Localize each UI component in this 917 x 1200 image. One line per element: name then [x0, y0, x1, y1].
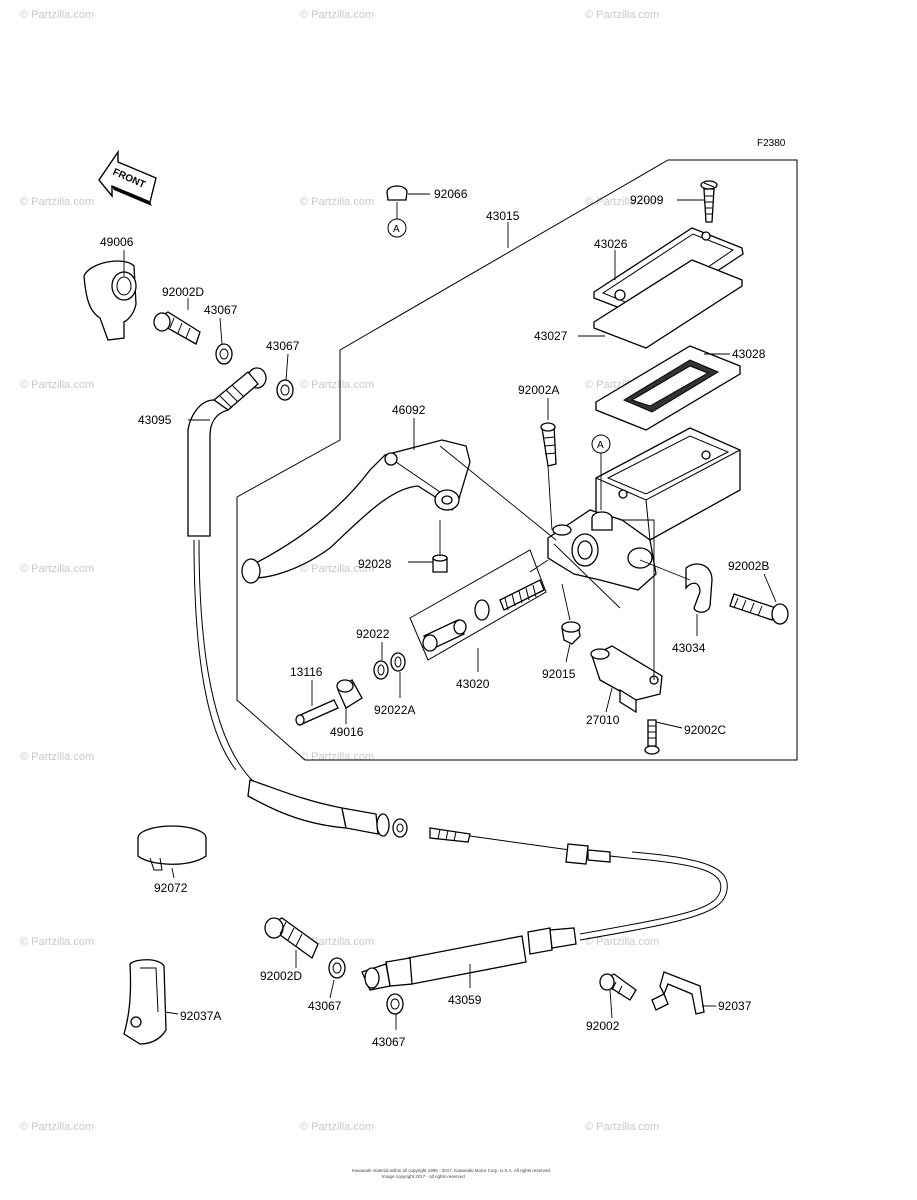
lever-46092 — [241, 439, 471, 584]
label-92009: 92009 — [630, 193, 664, 207]
boot-49006 — [83, 260, 137, 341]
hose-43095 — [187, 367, 341, 817]
reference-mark-a-1: A — [387, 202, 407, 238]
svg-text:A: A — [393, 224, 400, 235]
label-92002: 92002 — [586, 1019, 620, 1033]
bolt-92015 — [561, 621, 581, 645]
svg-text:© Partzilla.com: © Partzilla.com — [20, 936, 94, 948]
svg-text:© Partzilla.com: © Partzilla.com — [20, 751, 94, 763]
label-92028: 92028 — [358, 557, 392, 571]
label-49016: 49016 — [330, 725, 364, 739]
hose-joint — [247, 779, 408, 838]
svg-text:© Partzilla.com: © Partzilla.com — [300, 563, 374, 575]
svg-text:© Partzilla.com: © Partzilla.com — [300, 9, 374, 21]
hose-43059 — [361, 827, 728, 991]
label-92002A: 92002A — [518, 383, 559, 397]
label-43067-d: 43067 — [372, 1035, 406, 1049]
screw-92002A — [540, 422, 557, 467]
label-46092: 46092 — [392, 403, 426, 417]
reservoir-body — [595, 427, 741, 541]
label-92022A: 92022A — [374, 703, 415, 717]
label-43020: 43020 — [456, 677, 490, 691]
label-92072: 92072 — [154, 881, 188, 895]
label-92002D-bottom: 92002D — [260, 969, 302, 983]
cap-43026 — [593, 227, 744, 319]
label-92002B: 92002B — [728, 559, 769, 573]
piston-kit-outline — [409, 549, 547, 661]
label-92002C: 92002C — [684, 723, 726, 737]
label-43067-b: 43067 — [266, 339, 300, 353]
bracket-92037 — [651, 971, 705, 1015]
bolt-92002D-top — [153, 311, 201, 345]
switch-27010 — [590, 645, 663, 714]
figure-code: F2380 — [757, 138, 786, 149]
svg-text:© Partzilla.com: © Partzilla.com — [300, 936, 374, 948]
screw-92009 — [700, 180, 718, 223]
piston-kit-43020 — [422, 579, 545, 652]
boot-49016 — [336, 679, 363, 709]
svg-text:© Partzilla.com: © Partzilla.com — [300, 751, 374, 763]
label-43067-a: 43067 — [204, 303, 238, 317]
bushing-92028 — [432, 554, 448, 573]
front-arrow-icon: FRONT — [98, 149, 157, 206]
clamp-92037A — [123, 959, 167, 1045]
master-cylinder-body — [547, 509, 657, 591]
seal-92022A — [390, 652, 406, 672]
label-92066: 92066 — [434, 187, 468, 201]
washer-43067-a — [215, 343, 233, 365]
label-43059: 43059 — [448, 993, 482, 1007]
svg-text:A: A — [597, 440, 604, 451]
label-43028: 43028 — [732, 347, 766, 361]
svg-text:© Partzilla.com: © Partzilla.com — [20, 196, 94, 208]
label-92037A: 92037A — [180, 1009, 221, 1023]
label-43027: 43027 — [534, 329, 568, 343]
footer-copyright: Kawasaki material within all copyright 1… — [352, 1168, 551, 1179]
washer-43067-d — [386, 993, 404, 1015]
label-43026: 43026 — [594, 237, 628, 251]
bolt-92002B — [729, 593, 789, 625]
label-92037: 92037 — [718, 999, 752, 1013]
label-43067-c: 43067 — [308, 999, 342, 1013]
clamp-92072 — [137, 825, 207, 871]
svg-text:© Partzilla.com: © Partzilla.com — [585, 196, 659, 208]
reference-mark-a-2: A — [591, 434, 611, 510]
label-43015: 43015 — [486, 209, 520, 223]
leader-lines — [123, 193, 777, 1030]
svg-text:© Partzilla.com: © Partzilla.com — [585, 936, 659, 948]
svg-text:© Partzilla.com: © Partzilla.com — [20, 9, 94, 21]
svg-text:Kawasaki material within all c: Kawasaki material within all copyright 1… — [352, 1168, 551, 1173]
part-labels: 92066 43015 92009 43026 43027 43028 4900… — [100, 187, 769, 1049]
washer-43067-b — [276, 379, 294, 401]
label-43034: 43034 — [672, 641, 706, 655]
screw-92002C — [644, 719, 660, 755]
svg-text:© Partzilla.com: © Partzilla.com — [20, 379, 94, 391]
label-13116: 13116 — [290, 665, 323, 679]
svg-text:© Partzilla.com: © Partzilla.com — [20, 1121, 94, 1133]
seal-92022 — [373, 660, 389, 680]
svg-text:© Partzilla.com: © Partzilla.com — [585, 9, 659, 21]
svg-text:© Partzilla.com: © Partzilla.com — [585, 1121, 659, 1133]
clamp-43034 — [685, 563, 713, 613]
label-92022: 92022 — [356, 627, 390, 641]
bolt-92002D-bottom — [264, 917, 319, 960]
plate-43027 — [593, 259, 743, 349]
bolt-92002 — [599, 973, 637, 1001]
cap-92066 — [386, 185, 408, 201]
svg-text:Image copyright 2017 - all rig: Image copyright 2017 - all rights reserv… — [382, 1174, 465, 1179]
svg-text:© Partzilla.com: © Partzilla.com — [300, 379, 374, 391]
label-92015: 92015 — [542, 667, 576, 681]
label-49006: 49006 — [100, 235, 134, 249]
label-43095: 43095 — [138, 413, 172, 427]
washer-43067-c — [328, 957, 346, 979]
pushrod-13116 — [295, 699, 339, 726]
assembly-outline — [236, 159, 798, 761]
label-92002D-top: 92002D — [162, 285, 204, 299]
svg-text:© Partzilla.com: © Partzilla.com — [300, 196, 374, 208]
label-27010: 27010 — [586, 713, 620, 727]
svg-text:© Partzilla.com: © Partzilla.com — [300, 1121, 374, 1133]
svg-text:© Partzilla.com: © Partzilla.com — [20, 563, 94, 575]
diaphragm-43028 — [595, 345, 741, 431]
